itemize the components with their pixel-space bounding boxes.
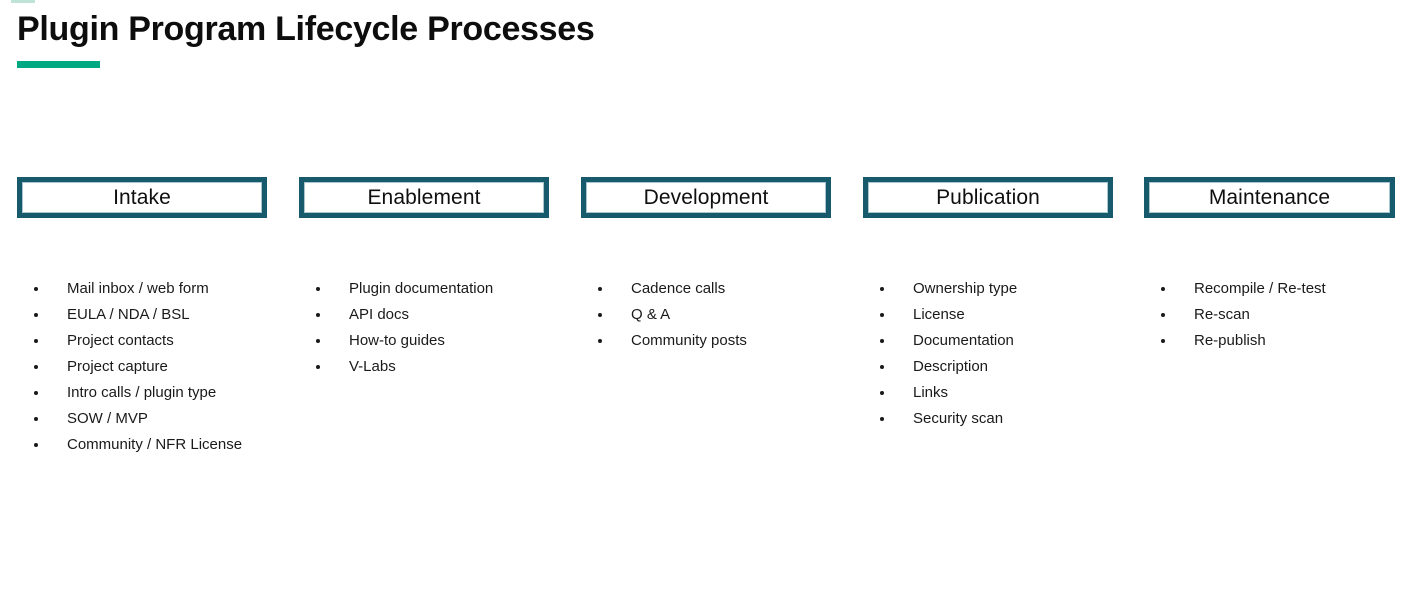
list-item: License <box>863 302 1113 328</box>
list-item: Documentation <box>863 328 1113 354</box>
stage-item-list-enablement: Plugin documentation API docs How-to gui… <box>299 276 549 380</box>
bullet-icon <box>598 313 602 317</box>
stage-header-box-maintenance: Maintenance <box>1144 177 1395 218</box>
bullet-icon <box>880 391 884 395</box>
column-publication: Publication Ownership type License Docum… <box>863 177 1113 432</box>
list-item-label: V-Labs <box>349 358 396 375</box>
list-item-label: Project capture <box>67 358 168 375</box>
bullet-icon <box>34 365 38 369</box>
bullet-icon <box>34 287 38 291</box>
list-item: API docs <box>299 302 549 328</box>
stage-header-box-publication: Publication <box>863 177 1113 218</box>
stage-item-list-publication: Ownership type License Documentation Des… <box>863 276 1113 432</box>
stage-item-list-intake: Mail inbox / web form EULA / NDA / BSL P… <box>17 276 267 458</box>
bullet-icon <box>1161 339 1165 343</box>
list-item-label: Intro calls / plugin type <box>67 384 217 401</box>
page-title: Plugin Program Lifecycle Processes <box>17 10 595 48</box>
list-item: Ownership type <box>863 276 1113 302</box>
column-maintenance: Maintenance Recompile / Re-test Re-scan … <box>1144 177 1395 354</box>
list-item-label: Community posts <box>631 332 747 349</box>
list-item-label: EULA / NDA / BSL <box>67 306 190 323</box>
stage-item-list-development: Cadence calls Q & A Community posts <box>581 276 831 354</box>
list-item: Intro calls / plugin type <box>17 380 267 406</box>
list-item-label: License <box>913 306 965 323</box>
list-item: Recompile / Re-test <box>1144 276 1395 302</box>
list-item: How-to guides <box>299 328 549 354</box>
bullet-icon <box>880 287 884 291</box>
bullet-icon <box>880 365 884 369</box>
top-edge-artifact <box>11 0 35 3</box>
list-item: Description <box>863 354 1113 380</box>
bullet-icon <box>1161 313 1165 317</box>
bullet-icon <box>598 339 602 343</box>
list-item-label: Mail inbox / web form <box>67 280 209 297</box>
bullet-icon <box>34 443 38 447</box>
list-item: Re-publish <box>1144 328 1395 354</box>
bullet-icon <box>1161 287 1165 291</box>
list-item-label: Cadence calls <box>631 280 726 297</box>
list-item-label: SOW / MVP <box>67 410 148 427</box>
list-item-label: API docs <box>349 306 410 323</box>
bullet-icon <box>316 339 320 343</box>
list-item-label: Q & A <box>631 306 671 323</box>
bullet-icon <box>34 339 38 343</box>
list-item-label: Recompile / Re-test <box>1194 280 1326 297</box>
stage-header-label: Maintenance <box>1208 185 1331 209</box>
list-item: SOW / MVP <box>17 406 267 432</box>
list-item: V-Labs <box>299 354 549 380</box>
list-item: Mail inbox / web form <box>17 276 267 302</box>
list-item-label: Description <box>913 358 989 375</box>
list-item-label: Community / NFR License <box>67 436 243 453</box>
list-item-label: Links <box>913 384 949 401</box>
bullet-icon <box>316 313 320 317</box>
list-item: Re-scan <box>1144 302 1395 328</box>
list-item: Project capture <box>17 354 267 380</box>
column-intake: Intake Mail inbox / web form EULA / NDA … <box>17 177 267 458</box>
list-item: Community / NFR License <box>17 432 267 458</box>
list-item-label: How-to guides <box>349 332 445 349</box>
stage-item-list-maintenance: Recompile / Re-test Re-scan Re-publish <box>1144 276 1395 354</box>
bullet-icon <box>598 287 602 291</box>
list-item-label: Re-scan <box>1194 306 1250 323</box>
list-item-label: Re-publish <box>1194 332 1266 349</box>
stage-header-label: Intake <box>113 185 171 209</box>
list-item: Security scan <box>863 406 1113 432</box>
list-item-label: Project contacts <box>67 332 174 349</box>
title-accent-bar <box>17 61 100 68</box>
stage-header-box-development: Development <box>581 177 831 218</box>
bullet-icon <box>880 417 884 421</box>
list-item-label: Security scan <box>913 410 1004 427</box>
list-item: Links <box>863 380 1113 406</box>
list-item: EULA / NDA / BSL <box>17 302 267 328</box>
list-item-label: Ownership type <box>913 280 1018 297</box>
bullet-icon <box>34 313 38 317</box>
column-development: Development Cadence calls Q & A Communit… <box>581 177 831 354</box>
list-item: Project contacts <box>17 328 267 354</box>
bullet-icon <box>316 287 320 291</box>
list-item-label: Plugin documentation <box>349 280 494 297</box>
stage-header-label: Development <box>643 185 769 209</box>
stage-header-label: Publication <box>936 185 1040 209</box>
bullet-icon <box>880 313 884 317</box>
stage-header-label: Enablement <box>367 185 481 209</box>
stage-header-box-enablement: Enablement <box>299 177 549 218</box>
list-item: Plugin documentation <box>299 276 549 302</box>
list-item-label: Documentation <box>913 332 1014 349</box>
list-item: Q & A <box>581 302 831 328</box>
stage-header-box-intake: Intake <box>17 177 267 218</box>
column-enablement: Enablement Plugin documentation API docs… <box>299 177 549 380</box>
bullet-icon <box>34 391 38 395</box>
bullet-icon <box>316 365 320 369</box>
list-item: Cadence calls <box>581 276 831 302</box>
list-item: Community posts <box>581 328 831 354</box>
bullet-icon <box>880 339 884 343</box>
bullet-icon <box>34 417 38 421</box>
